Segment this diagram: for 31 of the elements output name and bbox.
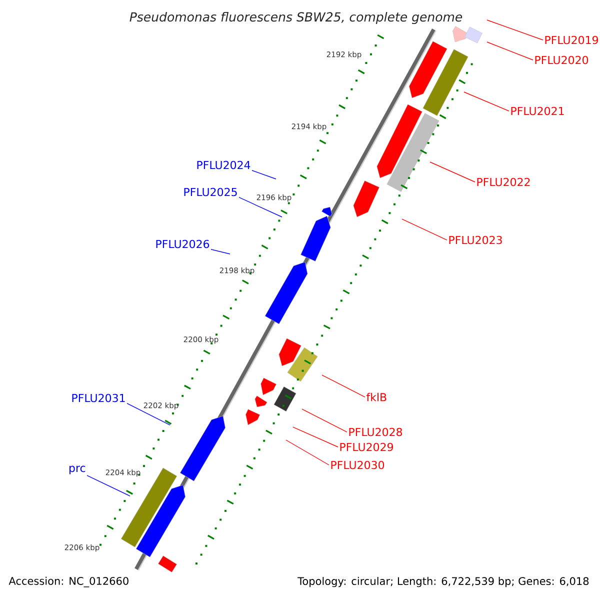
leader-line	[238, 197, 282, 218]
gene-label: PFLU2030	[331, 460, 384, 470]
leader-line	[292, 426, 338, 448]
footer-text: Topology: circular; Length: 6,722,539 bp; Genes: 6,018	[298, 576, 589, 588]
footer-text: Accession: NC_012660	[8, 576, 128, 588]
gene-label: PFLU2019	[545, 36, 598, 44]
leader-line	[322, 374, 366, 398]
leader-line	[402, 218, 448, 240]
gene-label: PFLU2023	[449, 236, 502, 244]
gene-label: fklB	[366, 392, 386, 402]
leader-line	[486, 20, 544, 40]
title: Pseudomonas fluorescens SBW25, complete genome	[130, 12, 462, 24]
leader-line	[126, 403, 170, 426]
leader-line	[486, 42, 534, 60]
gene-label: prc	[70, 466, 86, 474]
gene-label: PFLU2025	[184, 188, 237, 196]
leader-line	[86, 475, 130, 496]
gene-label: PFLU2024	[197, 160, 250, 170]
leader-line	[302, 408, 348, 432]
gene-label: PFLU2026	[156, 240, 210, 248]
gene-label: PFLU2022	[477, 178, 530, 186]
leader-line	[252, 170, 276, 180]
gene-label: PFLU2028	[349, 428, 402, 436]
gene-label: PFLU2021	[511, 106, 564, 116]
gene-label: PFLU2029	[340, 442, 394, 452]
leader-line	[210, 249, 230, 254]
leader-line	[464, 92, 510, 112]
leader-line	[430, 162, 476, 182]
leader-line	[286, 440, 330, 466]
gene-label: PFLU2031	[72, 394, 125, 402]
gene-label: PFLU2020	[535, 56, 588, 64]
